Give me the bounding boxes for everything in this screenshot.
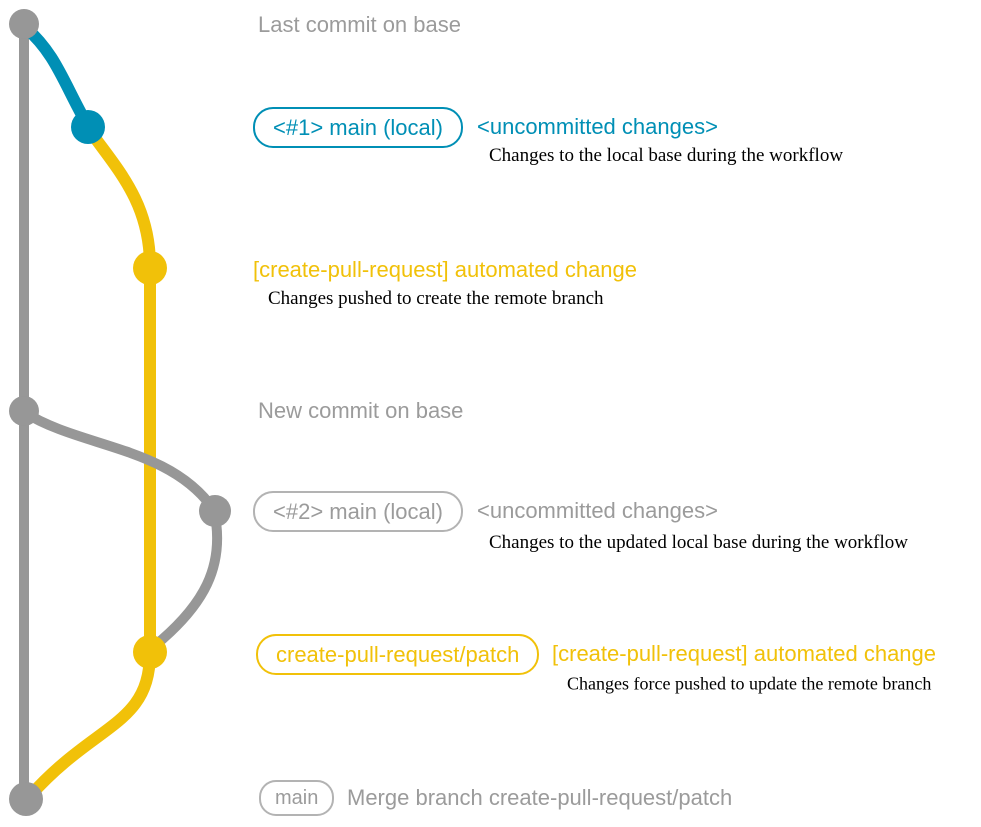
label-last-commit-on-base: Last commit on base	[258, 12, 461, 37]
message-automated-change-1: [create-pull-request] automated change	[253, 257, 638, 282]
patch-branch-line	[24, 122, 156, 802]
caption-uncommitted-changes-1: Changes to the local base during the wor…	[489, 145, 844, 166]
badge-main: main	[259, 780, 335, 816]
local-main-branch-line	[20, 22, 94, 132]
commit-dot-last-base	[9, 9, 39, 39]
label-new-commit-on-base: New commit on base	[258, 398, 464, 423]
message-automated-change-2: [create-pull-request] automated change	[552, 641, 937, 666]
commit-dot-automated-1	[133, 251, 167, 285]
commit-dot-automated-2	[133, 635, 167, 669]
label-merge-branch: Merge branch create-pull-request/patch	[347, 785, 733, 810]
badge-main-local-1: <#1> main (local)	[253, 107, 463, 148]
commit-dot-main-local-1	[71, 110, 105, 144]
caption-uncommitted-changes-2: Changes to the updated local base during…	[489, 532, 908, 553]
message-uncommitted-changes-1: <uncommitted changes>	[477, 114, 718, 139]
message-uncommitted-changes-2: <uncommitted changes>	[477, 498, 718, 523]
commit-dot-new-base	[9, 396, 39, 426]
caption-automated-change-1: Changes pushed to create the remote bran…	[268, 288, 604, 309]
badge-patch-branch: create-pull-request/patch	[256, 634, 540, 675]
caption-automated-change-2: Changes force pushed to update the remot…	[567, 673, 932, 694]
badge-main-local-2: <#2> main (local)	[253, 491, 463, 532]
commit-dot-main-local-2	[199, 495, 231, 527]
updated-local-main-branch-line	[19, 407, 223, 653]
commit-dot-merge	[9, 782, 43, 816]
